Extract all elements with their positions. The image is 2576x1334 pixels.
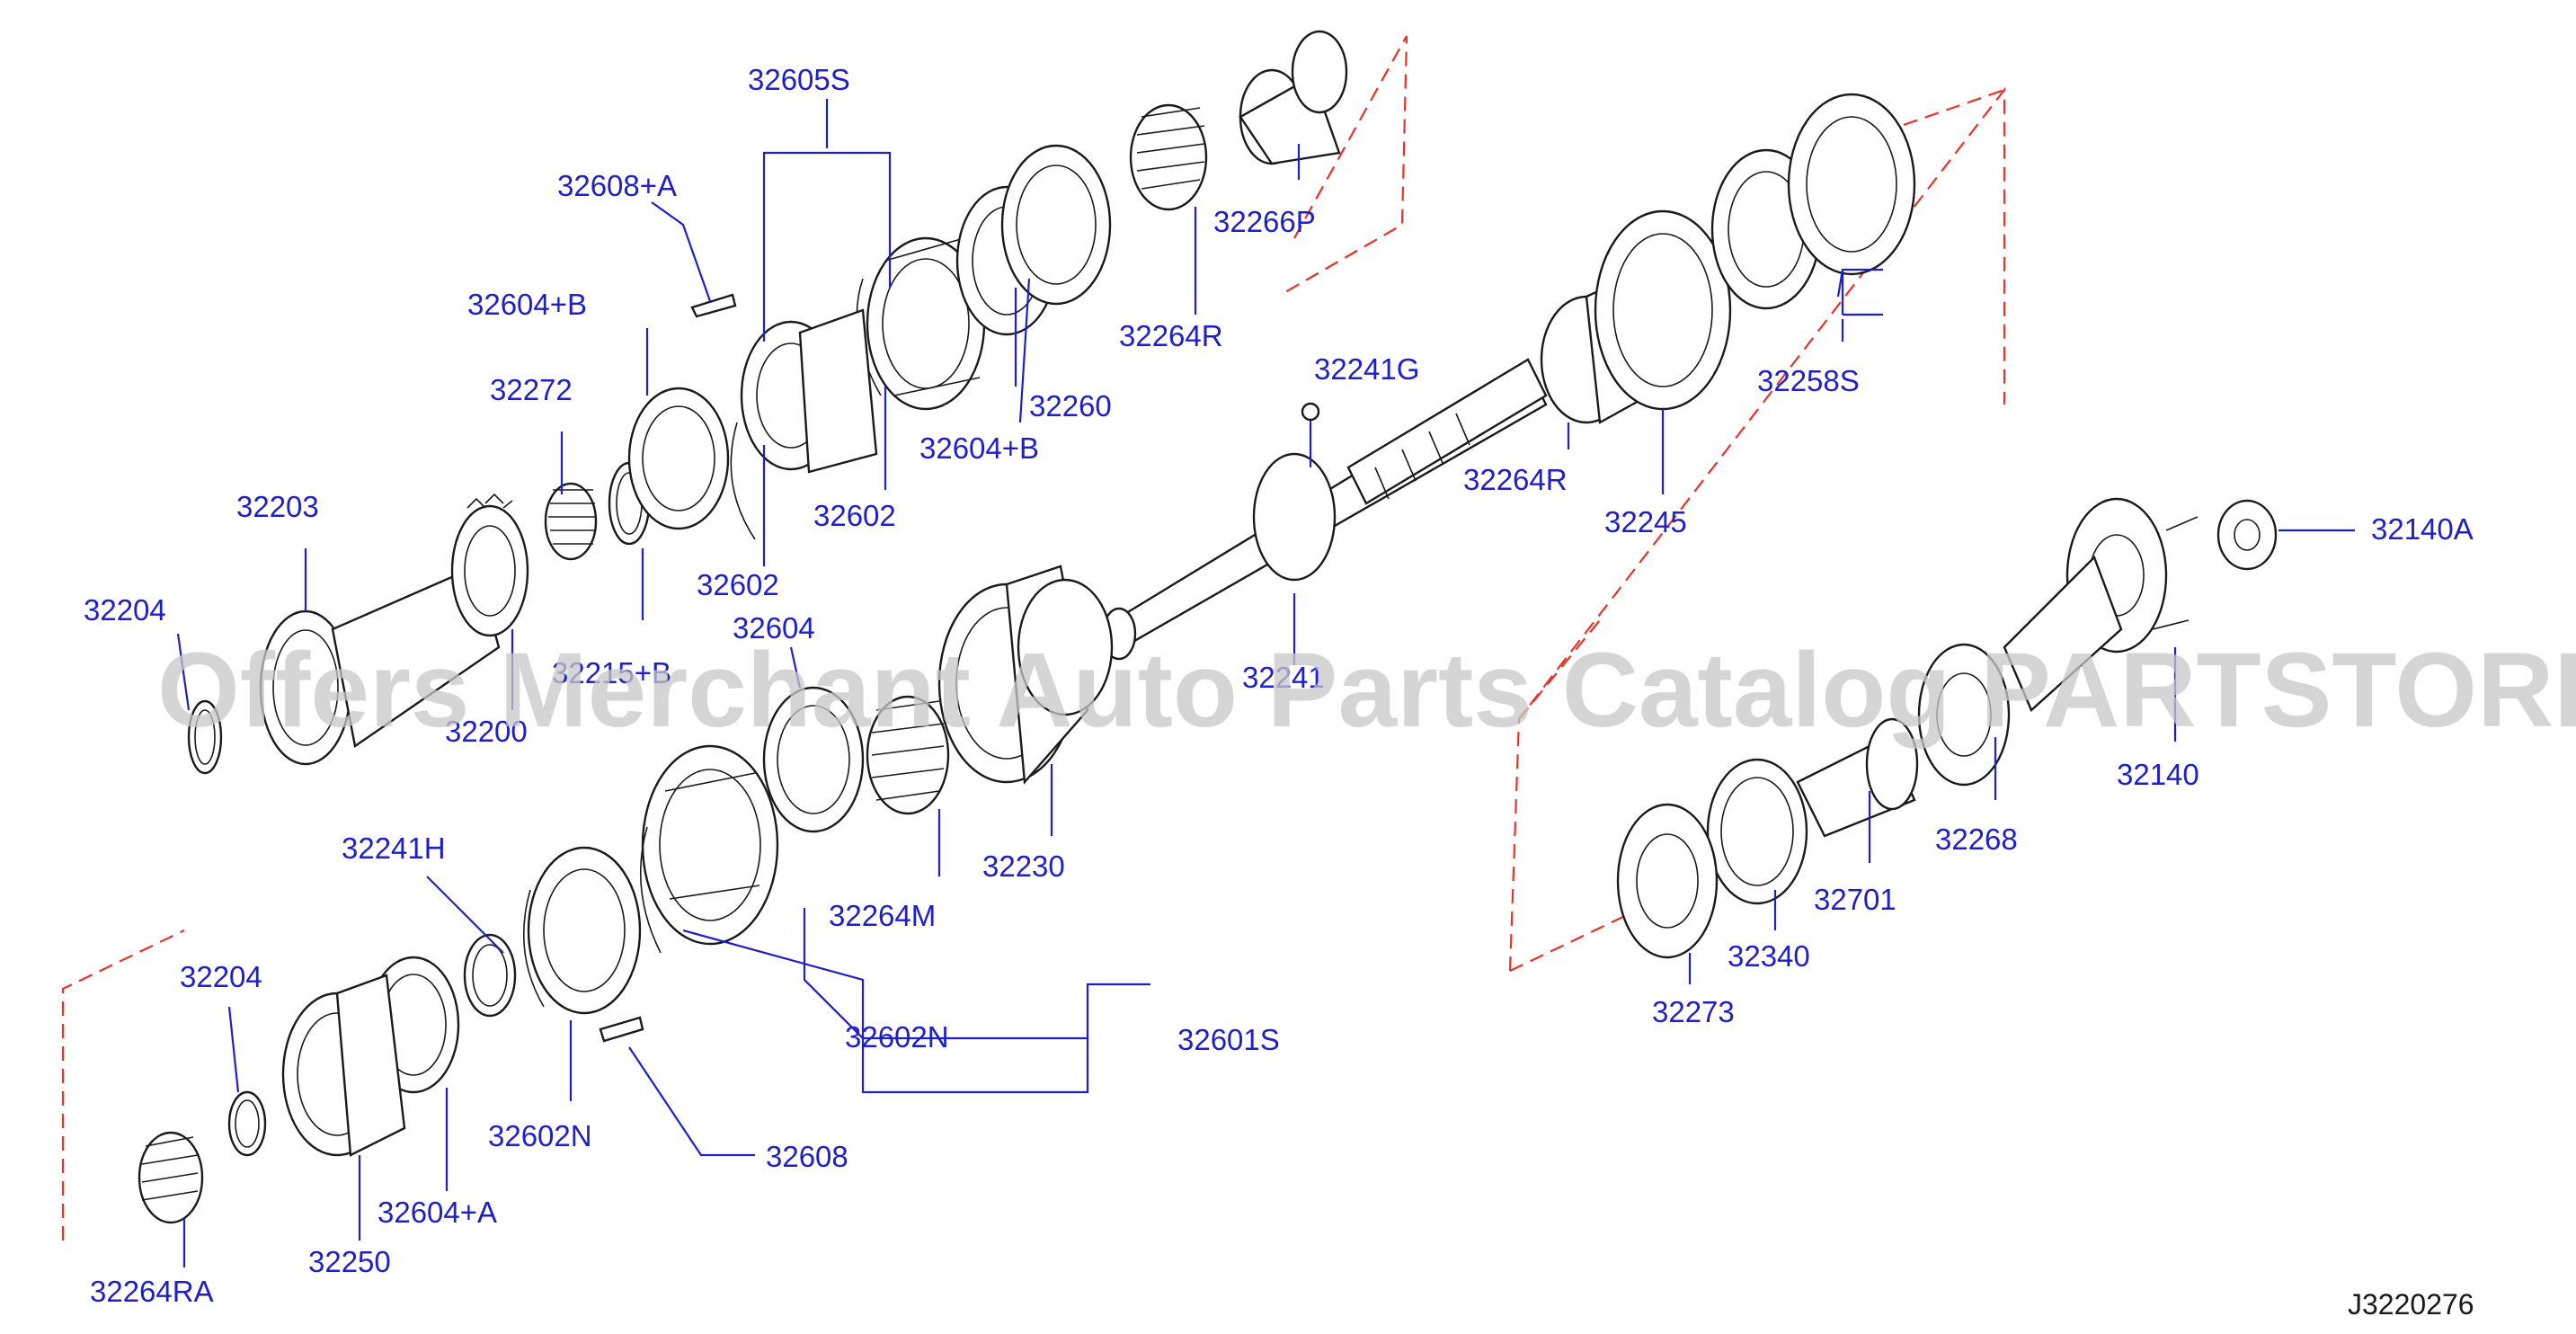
needle-bearing-32264ra bbox=[138, 1131, 204, 1224]
gear-32230 bbox=[937, 565, 1114, 785]
insert-key-32608 bbox=[599, 1016, 644, 1043]
synchro-hub-32605s bbox=[740, 233, 986, 474]
label-32268[interactable]: 32268 bbox=[1935, 823, 2018, 856]
label-32266p[interactable]: 32266P bbox=[1213, 205, 1316, 238]
label-32264ra[interactable]: 32264RA bbox=[90, 1275, 214, 1308]
insert-key-32608a bbox=[690, 293, 737, 318]
label-32340[interactable]: 32340 bbox=[1728, 939, 1810, 973]
synchro-assembly-32258s bbox=[1710, 93, 1916, 310]
label-32701[interactable]: 32701 bbox=[1814, 883, 1896, 916]
synchro-ring-32604 bbox=[762, 686, 865, 833]
label-32602-a[interactable]: 32602 bbox=[697, 568, 779, 601]
label-32604b-top[interactable]: 32604+B bbox=[467, 288, 587, 321]
gear-32250 bbox=[281, 974, 406, 1157]
label-32241g[interactable]: 32241G bbox=[1314, 352, 1419, 386]
label-32608[interactable]: 32608 bbox=[766, 1140, 848, 1173]
label-32602-b[interactable]: 32602 bbox=[813, 499, 896, 532]
label-32241[interactable]: 32241 bbox=[1242, 661, 1325, 694]
gear-32245 bbox=[1540, 209, 1732, 424]
ball-32241g bbox=[1301, 402, 1320, 422]
label-32602n-b[interactable]: 32602N bbox=[488, 1119, 592, 1152]
needle-bearing-32272 bbox=[544, 482, 598, 561]
label-32204-top[interactable]: 32204 bbox=[84, 593, 166, 627]
label-32608a[interactable]: 32608+A bbox=[557, 169, 677, 202]
label-32604[interactable]: 32604 bbox=[733, 611, 815, 645]
spring-ring-32241h bbox=[463, 933, 517, 1018]
label-32250[interactable]: 32250 bbox=[308, 1245, 391, 1278]
watermark-text: Offers Merchant Auto Parts Catalog PARTS… bbox=[157, 631, 2576, 750]
bearing-32273 bbox=[1616, 803, 1719, 959]
label-32264r-top[interactable]: 32264R bbox=[1119, 319, 1223, 352]
bearing-32268 bbox=[1917, 643, 2011, 787]
label-32601s[interactable]: 32601S bbox=[1177, 1023, 1280, 1056]
snap-ring-32204-bottom bbox=[227, 1090, 267, 1157]
bushing-32266p bbox=[1239, 30, 1348, 165]
label-32140a[interactable]: 32140A bbox=[2371, 512, 2474, 546]
label-32204-bottom[interactable]: 32204 bbox=[180, 960, 262, 993]
label-32264m[interactable]: 32264M bbox=[829, 899, 936, 932]
label-32602n-a[interactable]: 32602N bbox=[845, 1020, 949, 1054]
leader-lines bbox=[176, 99, 2355, 1267]
gear-32260 bbox=[955, 144, 1112, 336]
part-labels: 32605S 32608+A 32604+B 32272 32203 32204… bbox=[84, 63, 2474, 1308]
label-32215b[interactable]: 32215+B bbox=[552, 656, 671, 689]
flange-32140 bbox=[2003, 497, 2198, 713]
input-shaft-32200 bbox=[259, 493, 529, 766]
nut-32140a bbox=[2216, 499, 2278, 571]
label-32605s[interactable]: 32605S bbox=[748, 63, 850, 96]
label-32260[interactable]: 32260 bbox=[1029, 389, 1112, 422]
label-32258s[interactable]: 32258S bbox=[1757, 364, 1860, 397]
snap-ring-32204 bbox=[187, 699, 223, 775]
label-32200[interactable]: 32200 bbox=[445, 715, 528, 748]
needle-bearing-32264r-top bbox=[1129, 103, 1208, 211]
label-32604a[interactable]: 32604+A bbox=[378, 1196, 497, 1229]
synchro-assembly-32601s bbox=[522, 744, 779, 1015]
label-32245[interactable]: 32245 bbox=[1604, 505, 1687, 538]
label-32230[interactable]: 32230 bbox=[982, 849, 1065, 883]
label-32203[interactable]: 32203 bbox=[236, 490, 319, 523]
label-32273[interactable]: 32273 bbox=[1652, 995, 1735, 1028]
label-32264r-mid[interactable]: 32264R bbox=[1463, 463, 1568, 496]
part-drawings bbox=[138, 30, 2278, 1224]
gear-32340 bbox=[1706, 758, 1808, 905]
main-shaft-32241 bbox=[1101, 358, 1548, 661]
spacer-32701 bbox=[1796, 717, 1919, 838]
needle-bearing-32264m bbox=[866, 695, 950, 815]
label-32272[interactable]: 32272 bbox=[490, 373, 573, 406]
label-32241h[interactable]: 32241H bbox=[342, 832, 446, 865]
diagram-code: J3220276 bbox=[2348, 1288, 2474, 1321]
synchro-ring-32604b bbox=[627, 387, 730, 530]
label-32604b-mid[interactable]: 32604+B bbox=[919, 431, 1039, 465]
label-32140[interactable]: 32140 bbox=[2117, 758, 2199, 791]
